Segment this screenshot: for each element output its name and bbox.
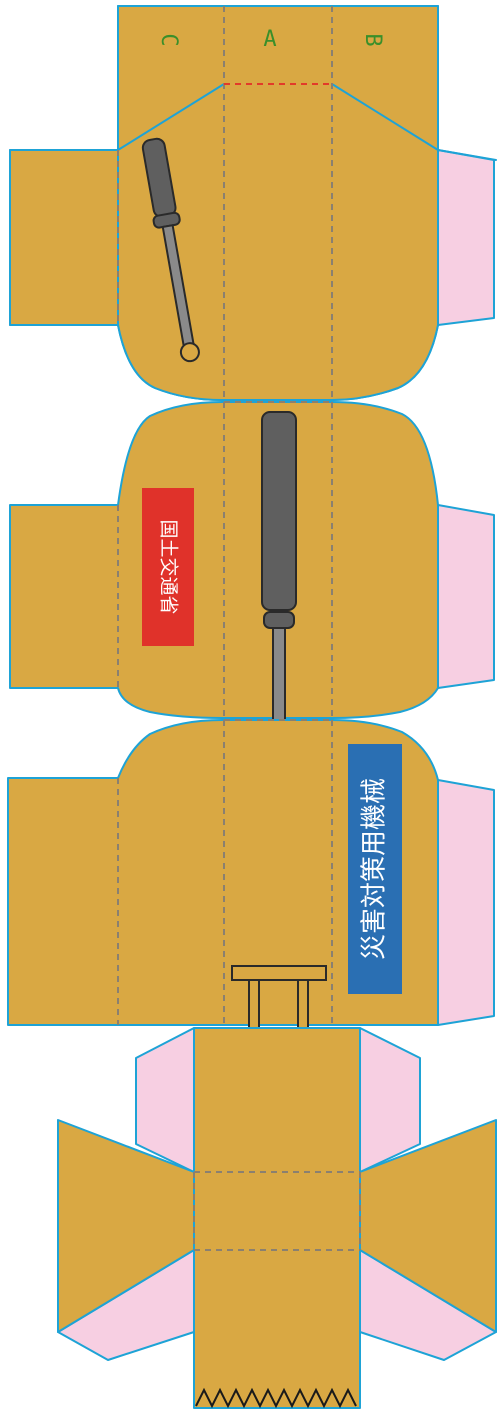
section-top: C A B (9, 5, 497, 401)
flap-upper-left (135, 1027, 195, 1173)
strip-bottom (193, 1027, 361, 1409)
tab-letter-c: C (156, 33, 181, 46)
stand-icon (231, 965, 327, 1065)
blue-label-text: 災害対策用機械 (360, 778, 390, 960)
flap-right-top (437, 149, 495, 326)
blue-label-box (348, 744, 402, 994)
diag-left-top (117, 83, 225, 151)
flap-right-middle (437, 504, 495, 689)
diag-right-top (331, 83, 439, 151)
side-tab-left-top (9, 149, 119, 326)
tab-letter-b: B (360, 33, 385, 46)
section-bottom (57, 1027, 497, 1409)
red-label-box (142, 488, 194, 646)
tab-letter-a: A (263, 27, 276, 52)
flap-upper-right (359, 1027, 421, 1173)
flap-right-lower (437, 779, 495, 1026)
screwdriver-icon (141, 137, 200, 363)
panel-top-body (117, 5, 439, 401)
panel-lower (7, 719, 439, 1026)
red-label-text: 国土交通省 (158, 519, 180, 614)
zigzag-edge (195, 1387, 357, 1409)
section-lower: 災害対策用機械 (7, 719, 495, 1065)
